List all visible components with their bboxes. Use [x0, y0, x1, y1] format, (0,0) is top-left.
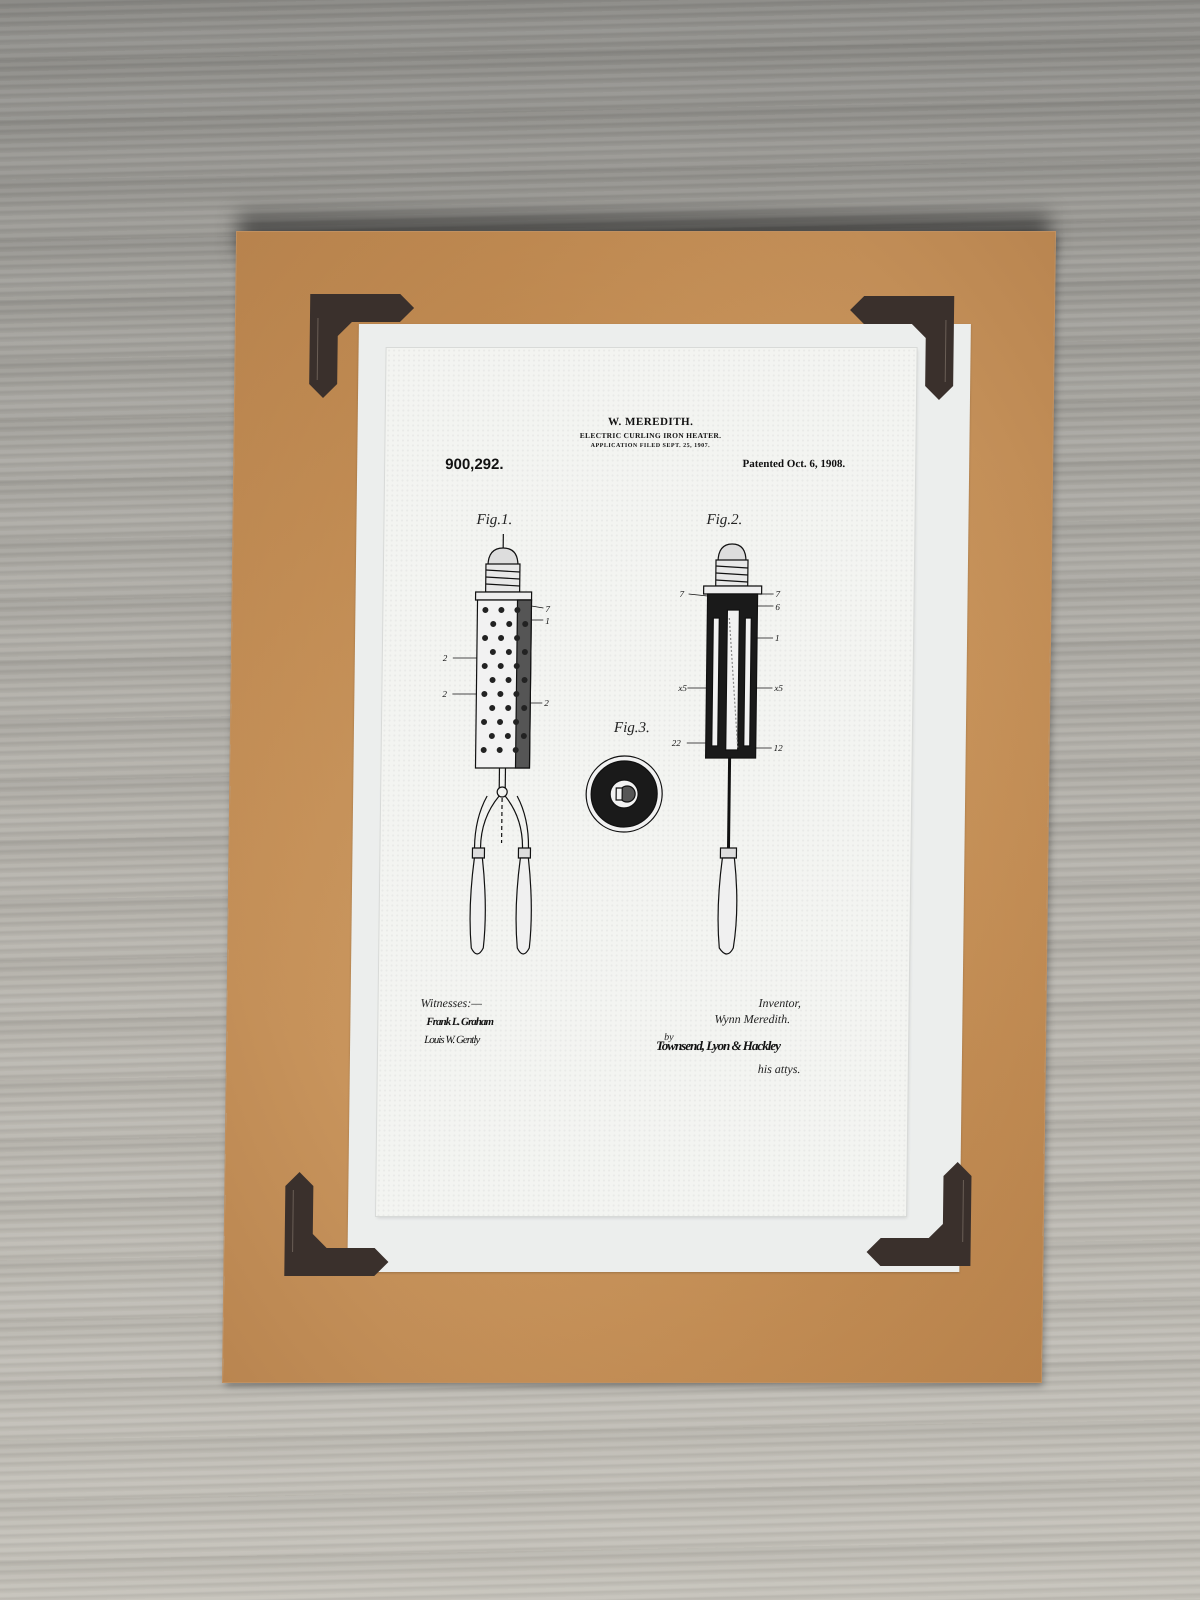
- svg-text:1: 1: [545, 616, 550, 626]
- photo-corner-top-right: [847, 294, 956, 402]
- svg-text:7: 7: [776, 589, 781, 599]
- fig3-drawing: [585, 755, 663, 833]
- svg-text:x5: x5: [677, 683, 687, 693]
- attys-label: his attys.: [757, 1062, 801, 1076]
- fig2-drawing: [702, 543, 763, 955]
- svg-text:2: 2: [442, 689, 447, 699]
- inventor-label: Inventor,: [758, 996, 802, 1010]
- witness-signature-2: Louis W. Gently: [424, 1034, 480, 1046]
- witness-signature-1: Frank L. Graham: [426, 1016, 494, 1028]
- svg-text:7: 7: [545, 604, 550, 614]
- svg-text:22: 22: [672, 738, 682, 748]
- svg-text:2: 2: [544, 698, 549, 708]
- attorneys-signature: Townsend, Lyon & Hackley: [655, 1038, 780, 1053]
- svg-text:12: 12: [774, 743, 784, 753]
- witnesses-label: Witnesses:—: [420, 996, 483, 1010]
- svg-text:6: 6: [775, 602, 780, 612]
- white-mat: W. MEREDITH. ELECTRIC CURLING IRON HEATE…: [347, 324, 971, 1272]
- svg-text:7: 7: [680, 589, 685, 599]
- svg-text:2: 2: [443, 653, 448, 663]
- fig1-drawing: [469, 534, 533, 955]
- reference-numerals: 7 1 2 2 2 7 7 6 1 x5 x5 12 22: [442, 589, 784, 753]
- svg-text:1: 1: [775, 633, 780, 643]
- patent-drawing: 7 1 2 2 2 7 7 6 1 x5 x5 12 22: [442, 534, 784, 955]
- photo-corner-top-left: [307, 292, 416, 400]
- photo-corner-bottom-right: [864, 1160, 973, 1268]
- patent-print: W. MEREDITH. ELECTRIC CURLING IRON HEATE…: [376, 348, 917, 1216]
- kraft-board: W. MEREDITH. ELECTRIC CURLING IRON HEATE…: [222, 232, 1056, 1382]
- inventor-name: Wynn Meredith.: [714, 1012, 791, 1026]
- photo-corner-bottom-left: [282, 1170, 391, 1278]
- svg-text:x5: x5: [773, 683, 783, 693]
